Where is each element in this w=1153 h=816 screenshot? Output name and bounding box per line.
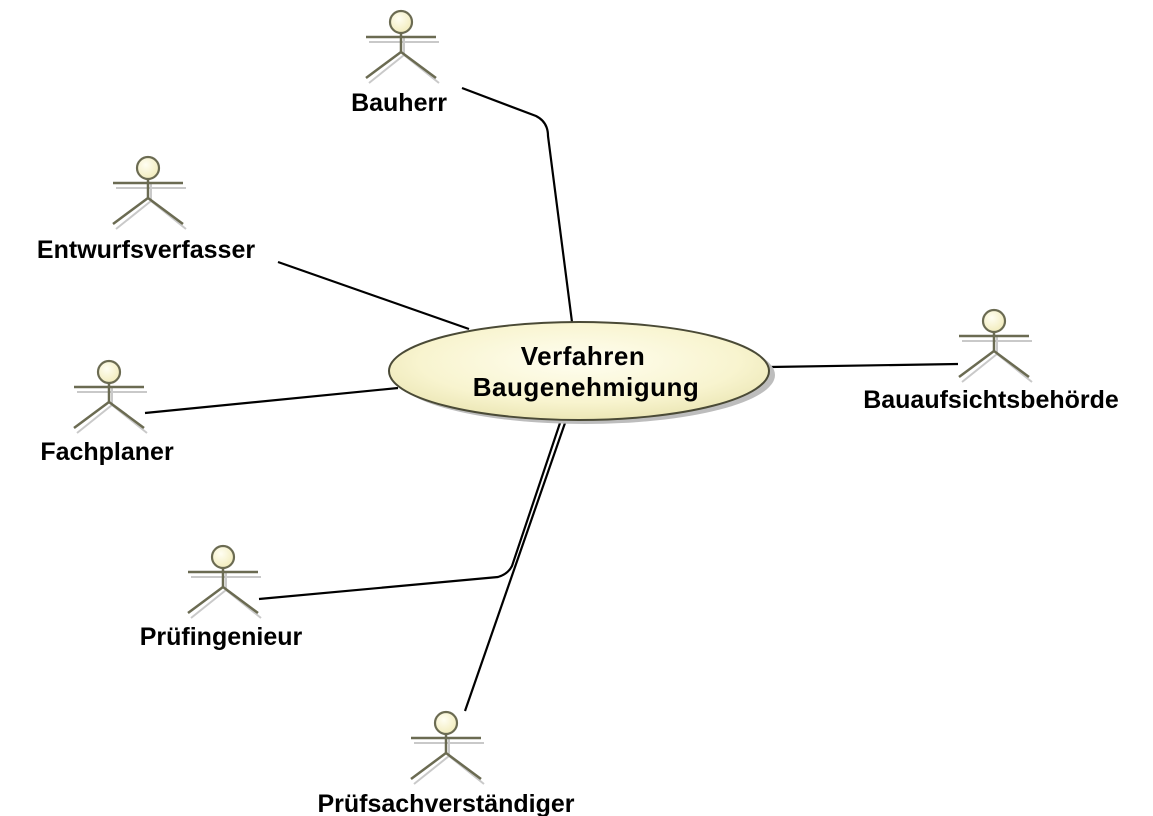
actor-icon <box>111 155 188 231</box>
association-pruefsachverstaendiger[interactable] <box>463 422 567 712</box>
actor-label-bauherr: Bauherr <box>351 89 447 117</box>
actor-label-fachplaner: Fachplaner <box>40 438 174 466</box>
actor-entwurfsverfasser[interactable]: Entwurfsverfasser <box>37 155 255 264</box>
association-bauaufsichtsbehoerde[interactable] <box>769 362 959 369</box>
association-fachplaner[interactable] <box>144 386 399 415</box>
association-bauherr[interactable] <box>461 86 574 323</box>
actor-pruefingenieur[interactable]: Prüfingenieur <box>140 544 303 651</box>
actor-label-bauaufsichtsbehoerde: Bauaufsichtsbehörde <box>863 386 1119 414</box>
use-case-verfahren-baugenehmigung[interactable]: Verfahren Baugenehmigung <box>388 321 775 424</box>
actor-fachplaner[interactable]: Fachplaner <box>40 359 174 466</box>
association-entwurfsverfasser[interactable] <box>277 260 470 331</box>
actor-icon <box>957 308 1034 384</box>
actor-icon <box>409 710 486 786</box>
actor-bauaufsichtsbehoerde[interactable]: Bauaufsichtsbehörde <box>863 308 1119 414</box>
actor-label-pruefsachverstaendiger: Prüfsachverständiger <box>317 790 574 816</box>
actor-icon <box>186 544 263 620</box>
use-case-ellipse <box>388 321 770 421</box>
actor-label-entwurfsverfasser: Entwurfsverfasser <box>37 236 255 264</box>
actor-bauherr[interactable]: Bauherr <box>351 9 447 117</box>
actor-pruefsachverstaendiger[interactable]: Prüfsachverständiger <box>317 710 575 816</box>
association-pruefingenieur[interactable] <box>258 422 562 601</box>
associations <box>144 86 959 712</box>
actor-icon <box>364 9 441 85</box>
use-case-title-line2: Baugenehmigung <box>473 372 700 402</box>
actor-icon <box>72 359 149 435</box>
actor-label-pruefingenieur: Prüfingenieur <box>140 623 303 651</box>
use-case-title-line1: Verfahren <box>521 341 645 371</box>
